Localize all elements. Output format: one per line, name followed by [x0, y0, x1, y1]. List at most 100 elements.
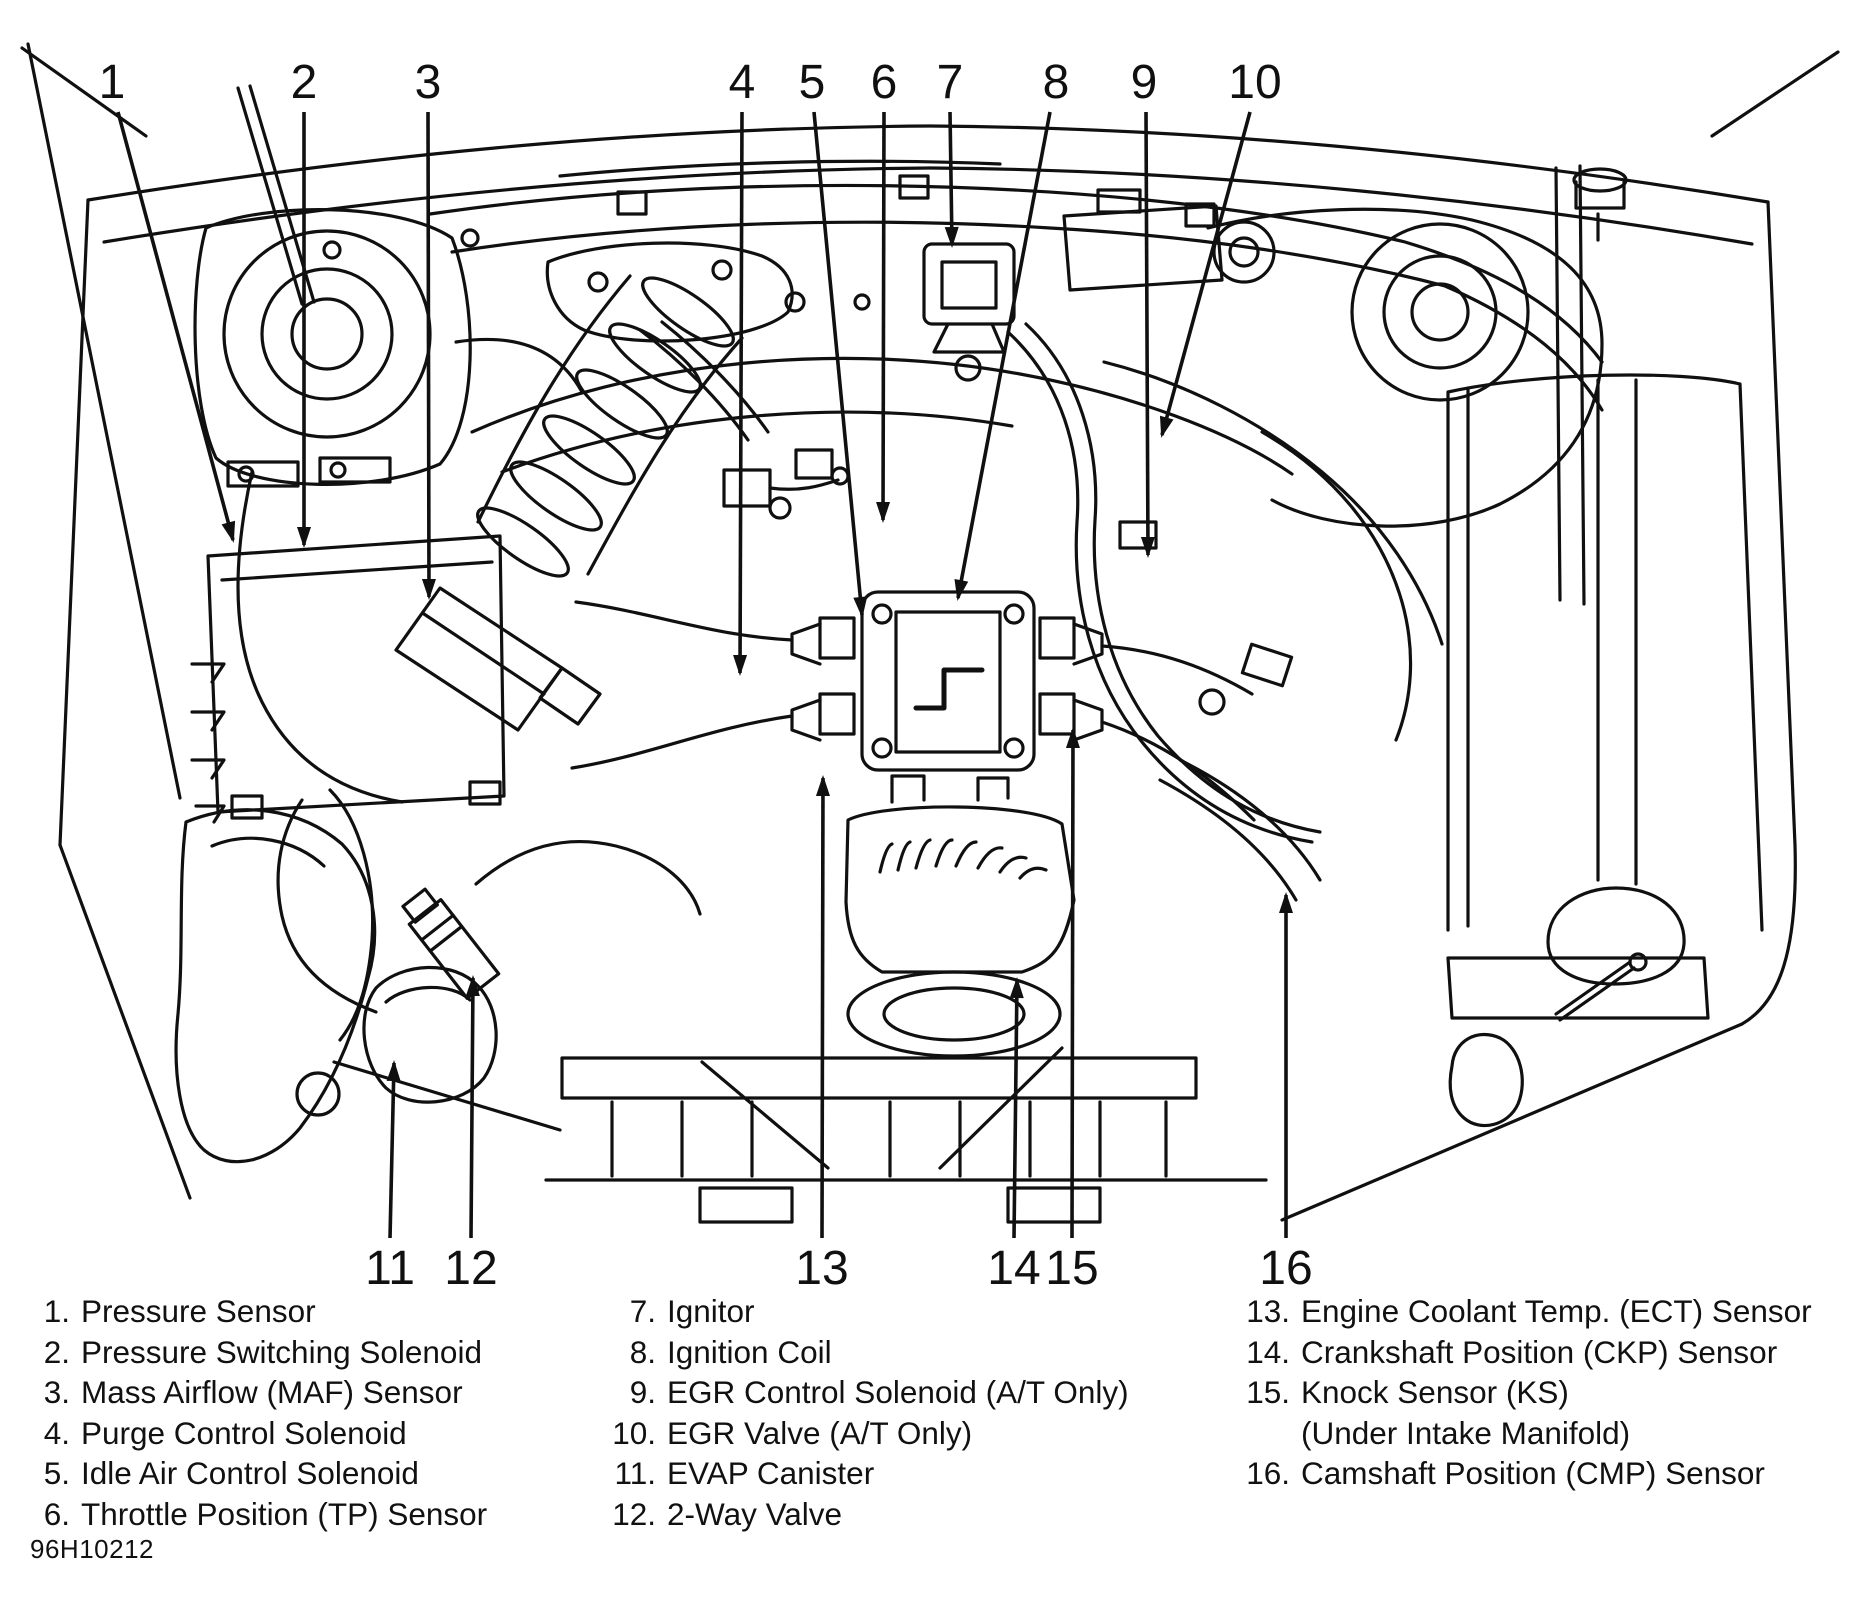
legend-item-label: Pressure Switching Solenoid: [81, 1333, 482, 1370]
crank-pulley: [846, 970, 1062, 1058]
legend-item: 9.EGR Control Solenoid (A/T Only): [594, 1372, 1129, 1413]
legend-item-number: 16.: [1246, 1455, 1290, 1491]
strut-tower: [1382, 254, 1498, 370]
panel-strap: [1596, 378, 1638, 886]
cable-clamp: [1184, 202, 1216, 228]
leader-line-3: [421, 111, 436, 600]
legend-item-number: 7.: [629, 1293, 656, 1329]
chassis-diagonal: [332, 1060, 562, 1132]
throttle-link: [768, 478, 840, 491]
filler-cap: [1572, 167, 1628, 193]
duct-rib: [509, 460, 603, 532]
callout-number-9: 9: [1131, 56, 1158, 109]
legend-item: 15.Knock Sensor (KS): [1224, 1372, 1812, 1413]
strut-tower-panel: [1206, 207, 1604, 528]
cable-clamp: [616, 190, 648, 216]
legend-item-number: 3.: [43, 1374, 70, 1410]
leader-line-7: [944, 111, 959, 248]
coil-bolt: [871, 603, 893, 625]
callout-number-5: 5: [799, 56, 826, 109]
coil-bolt: [1003, 603, 1025, 625]
canister-hose: [276, 798, 378, 1014]
leader-line-12: [465, 975, 480, 1239]
throttle-block: [722, 468, 772, 508]
strut-tower: [1350, 222, 1530, 402]
support-slats: [610, 1100, 1168, 1178]
legend-item: 5.Idle Air Control Solenoid: [28, 1453, 487, 1494]
legend-item: 13.Engine Coolant Temp. (ECT) Sensor: [1224, 1291, 1811, 1332]
legend-item-number: 1.: [43, 1293, 70, 1329]
legend-item: 16.Camshaft Position (CMP) Sensor: [1224, 1453, 1812, 1494]
legend-item: 10.EGR Valve (A/T Only): [594, 1413, 1129, 1454]
radiator-support: [544, 1056, 1268, 1182]
ignitor-bolt: [954, 354, 982, 382]
cowl-cable-3: [558, 159, 1002, 178]
manifold-bolt: [784, 291, 806, 313]
callout-number-8: 8: [1043, 56, 1070, 109]
legend-item-label: Throttle Position (TP) Sensor: [81, 1495, 488, 1532]
reservoir-panel: [1446, 373, 1764, 932]
coil-tower: [818, 692, 856, 736]
legend-item: 11.EVAP Canister: [594, 1453, 1129, 1494]
strap-foot: [1546, 886, 1686, 986]
cover-bolt: [711, 259, 733, 281]
right-body-edge: [1740, 200, 1797, 1026]
callout-number-15: 15: [1045, 1242, 1098, 1295]
plug-wire: [638, 320, 770, 442]
tow-bracket: [698, 1186, 794, 1224]
s-hose: [1006, 330, 1314, 844]
legend-item-label: Knock Sensor (KS): [1301, 1374, 1569, 1410]
duct-rib: [608, 322, 702, 394]
cable-clamp: [898, 174, 930, 200]
hose-clip: [1198, 688, 1226, 716]
duct-rib: [641, 276, 735, 348]
air-cleaner-lid: [260, 267, 394, 401]
legend-item-label: EGR Valve (A/T Only): [667, 1414, 973, 1451]
duct-rib: [575, 368, 669, 440]
legend-item-number: 13.: [1246, 1293, 1290, 1329]
leader-line-1: [116, 111, 236, 543]
shield-hook: [328, 788, 375, 1042]
left-hose: [236, 470, 404, 804]
cowl-cable-1: [428, 183, 1604, 364]
legend-item-number: 6.: [43, 1495, 70, 1532]
legend-item: 4.Purge Control Solenoid: [28, 1413, 487, 1454]
callout-number-11: 11: [365, 1242, 415, 1295]
legend-item: 14.Crankshaft Position (CKP) Sensor: [1224, 1332, 1812, 1373]
figure-code: 96H10212: [30, 1534, 154, 1564]
legend-item-label: EVAP Canister: [667, 1455, 875, 1491]
ignitor-inner: [940, 260, 998, 310]
callout-number-13: 13: [795, 1242, 848, 1295]
top-right-corner: [1710, 50, 1840, 138]
right-blob: [1448, 1032, 1524, 1128]
manifold-bolt: [853, 293, 871, 311]
alternator-body: [844, 805, 1076, 974]
rod-screw: [1628, 952, 1648, 972]
cowl-edge: [102, 166, 1754, 246]
coil-bolt: [871, 737, 893, 759]
legend-item-number: 8.: [629, 1333, 656, 1370]
legend-item: 7.Ignitor: [594, 1291, 1129, 1332]
heater-hose: [1102, 360, 1444, 646]
callout-number-7: 7: [937, 56, 964, 109]
callout-number-4: 4: [729, 56, 756, 109]
legend-item: 1.Pressure Sensor: [28, 1291, 487, 1332]
legend-item-number: 9.: [629, 1374, 656, 1410]
two-way-valve: [401, 887, 501, 1000]
bracket-screw: [329, 461, 347, 479]
legend-item: 6. Throttle Position (TP) Sensor: [28, 1494, 487, 1535]
legend-item-number: 14.: [1246, 1333, 1290, 1370]
ecu-bracket: [226, 460, 300, 488]
alternator-ears: [890, 774, 1010, 804]
idle-valve: [794, 448, 834, 480]
s-hose: [1024, 322, 1322, 834]
duct-rib: [542, 414, 636, 486]
lower-tray: [1446, 956, 1710, 1020]
leader-line-9: [1140, 111, 1155, 558]
left-body-edge: [58, 198, 90, 847]
cowl-cable-2: [450, 220, 1604, 412]
coil-bolt: [1003, 737, 1025, 759]
heater-hose: [1260, 430, 1413, 742]
legend-item: (Under Intake Manifold): [1224, 1413, 1812, 1454]
maf-sensor-inner: [422, 612, 546, 696]
